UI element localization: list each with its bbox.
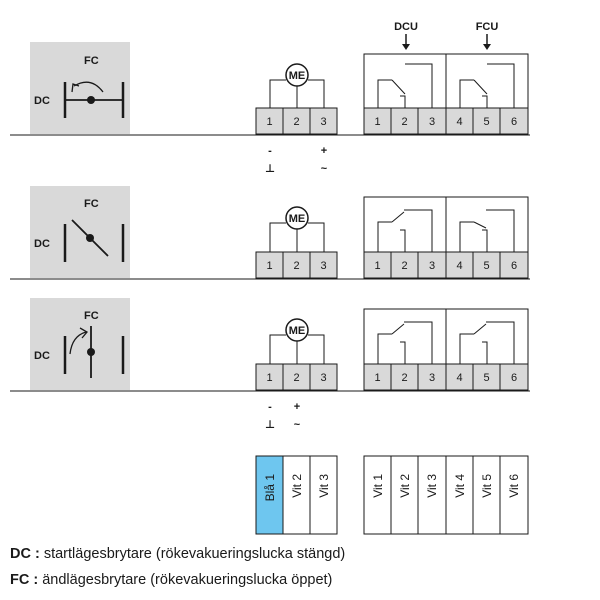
motor-terminal: 1 bbox=[266, 260, 272, 272]
plus-sign: + bbox=[321, 145, 327, 157]
motor-terminal: 1 bbox=[266, 116, 272, 128]
wire-label: Vit 6 bbox=[507, 474, 521, 498]
fc-label: FC bbox=[84, 55, 99, 67]
minus-sign: - bbox=[268, 401, 272, 413]
state-panel bbox=[30, 186, 130, 278]
dcu-label: DCU bbox=[394, 21, 418, 33]
legend-fc-key: FC : bbox=[10, 572, 39, 588]
switch-terminal: 4 bbox=[456, 260, 462, 272]
state-panel bbox=[30, 298, 130, 390]
indicator-arrows bbox=[402, 34, 491, 50]
switch-terminal: 2 bbox=[401, 260, 407, 272]
switch-terminal: 2 bbox=[401, 116, 407, 128]
motor-terminal-block bbox=[255, 251, 338, 279]
switch-terminal: 3 bbox=[429, 260, 435, 272]
fcu-label: FCU bbox=[476, 21, 499, 33]
switch-terminal: 5 bbox=[483, 260, 489, 272]
wire-cell bbox=[499, 455, 529, 535]
legend-fc-text: ändlägesbrytare (rökevakueringslucka öpp… bbox=[42, 572, 333, 588]
wire-label: Vit 4 bbox=[453, 474, 467, 498]
plus-sign: + bbox=[294, 401, 300, 413]
motor-block: ME 1 2 3 bbox=[255, 63, 338, 135]
switch-terminal: 3 bbox=[429, 116, 435, 128]
wire-label: Vit 2 bbox=[290, 474, 304, 498]
motor-terminal: 2 bbox=[293, 260, 299, 272]
ac-sign: ~ bbox=[294, 419, 301, 431]
legend-dc: DC : startlägesbrytare (rökevakueringslu… bbox=[10, 546, 345, 562]
wire-cell bbox=[417, 455, 447, 535]
dc-label: DC bbox=[34, 238, 50, 250]
switch-terminal: 1 bbox=[374, 372, 380, 384]
wire-cell-blue bbox=[255, 455, 284, 535]
motor-terminal-block bbox=[255, 363, 338, 391]
microswitch-block: 1 2 3 4 5 6 bbox=[363, 196, 529, 279]
wire-color-table: Blå 1 Vit 2 Vit 3 Vit 1 Vit 2 Vit 3 Vit … bbox=[255, 455, 529, 535]
wire-cell bbox=[309, 455, 338, 535]
motor-label: ME bbox=[289, 70, 306, 82]
wire-cell bbox=[445, 455, 474, 535]
switch-terminal: 2 bbox=[401, 372, 407, 384]
switch-terminal: 5 bbox=[483, 372, 489, 384]
wire-cell bbox=[472, 455, 501, 535]
fc-label: FC bbox=[84, 310, 99, 322]
ground-sign: ⊥ bbox=[265, 163, 275, 175]
legend-fc: FC : ändlägesbrytare (rökevakueringsluck… bbox=[10, 572, 332, 588]
ground-sign: ⊥ bbox=[265, 419, 275, 431]
limit-switch-symbol bbox=[63, 326, 125, 378]
polarity-marks: - ⊥ + ~ bbox=[265, 401, 301, 431]
motor-terminal: 2 bbox=[293, 116, 299, 128]
motor-terminal: 3 bbox=[320, 372, 326, 384]
wire-label: Vit 3 bbox=[425, 474, 439, 498]
switch-terminal: 1 bbox=[374, 116, 380, 128]
switch-terminal: 4 bbox=[456, 372, 462, 384]
motor-terminal: 2 bbox=[293, 372, 299, 384]
ac-sign: ~ bbox=[321, 163, 328, 175]
dc-label: DC bbox=[34, 95, 50, 107]
polarity-marks: - ⊥ + ~ bbox=[265, 145, 328, 175]
row-3: FC DC ME 1 2 3 bbox=[10, 298, 530, 431]
wire-cell bbox=[363, 455, 392, 535]
microswitch-block: 1 2 3 4 5 6 bbox=[363, 308, 529, 391]
wire-label: Vit 2 bbox=[398, 474, 412, 498]
switch-terminal: 6 bbox=[511, 260, 517, 272]
row-2: FC DC ME 1 2 3 bbox=[10, 186, 530, 280]
state-panel bbox=[30, 42, 130, 134]
wire-label: Vit 1 bbox=[371, 474, 385, 498]
switch-terminal: 5 bbox=[483, 116, 489, 128]
wire-label: Blå 1 bbox=[263, 474, 277, 502]
motor-terminal: 3 bbox=[320, 116, 326, 128]
motor-label: ME bbox=[289, 325, 306, 337]
legend-dc-text: startlägesbrytare (rökevakueringslucka s… bbox=[43, 546, 346, 562]
switch-terminal: 6 bbox=[511, 372, 517, 384]
limit-switch-symbol bbox=[63, 81, 125, 118]
motor-terminal: 3 bbox=[320, 260, 326, 272]
motor-terminal: 1 bbox=[266, 372, 272, 384]
row-1: FC DC ME 1 2 3 DCU FCU bbox=[10, 21, 530, 175]
wire-cell bbox=[390, 455, 419, 535]
minus-sign: - bbox=[268, 145, 272, 157]
switch-terminal: 4 bbox=[456, 116, 462, 128]
motor-block: ME 1 2 3 bbox=[255, 206, 338, 279]
switch-terminal: 1 bbox=[374, 260, 380, 272]
switch-terminal: 3 bbox=[429, 372, 435, 384]
dc-label: DC bbox=[34, 350, 50, 362]
legend-dc-key: DC : bbox=[10, 546, 40, 562]
limit-switch-symbol bbox=[63, 219, 125, 262]
microswitch-block: 1 2 3 4 5 6 bbox=[363, 53, 529, 135]
switch-terminal: 6 bbox=[511, 116, 517, 128]
fc-label: FC bbox=[84, 198, 99, 210]
motor-terminal-block bbox=[255, 107, 338, 135]
wire-label: Vit 3 bbox=[317, 474, 331, 498]
motor-block: ME 1 2 3 bbox=[255, 318, 338, 391]
motor-label: ME bbox=[289, 213, 306, 225]
wire-label: Vit 5 bbox=[480, 474, 494, 498]
